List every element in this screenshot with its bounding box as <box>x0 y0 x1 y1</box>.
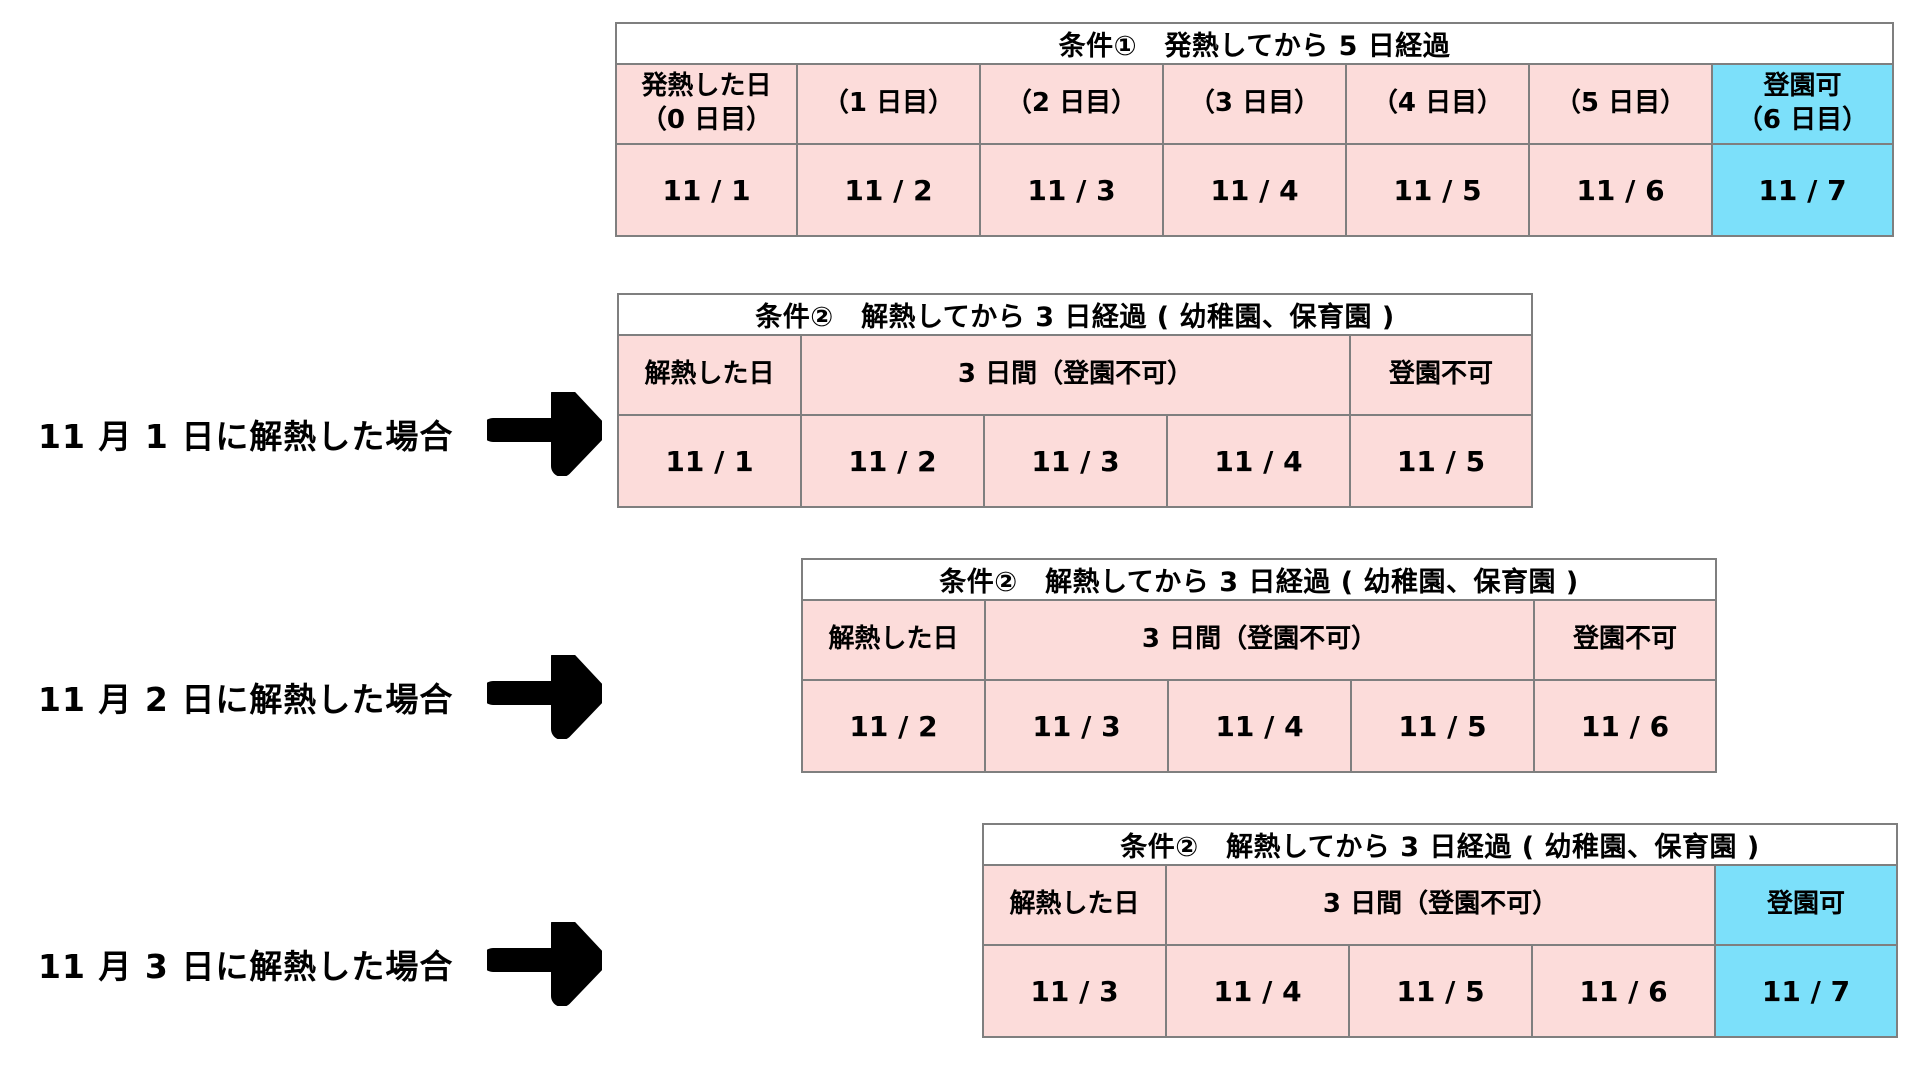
table-fever-5days: 条件① 発熱してから 5 日経過 発熱した日 （0 日目） （1 日目） （2 … <box>615 22 1894 237</box>
table-row-header: 解熱した日 3 日間（登園不可） 登園不可 <box>801 599 1718 681</box>
date-cell: 11 / 2 <box>800 414 985 508</box>
header-cell-defervesce-day: 解熱した日 <box>982 864 1167 946</box>
table-row-title: 条件② 解熱してから 3 日経過 ( 幼稚園、保育園 ) <box>616 293 1534 336</box>
date-cell-allowed: 11 / 7 <box>1711 143 1894 237</box>
table-row-dates: 11 / 1 11 / 2 11 / 3 11 / 4 11 / 5 11 / … <box>615 143 1894 237</box>
header-line-2: （4 日目） <box>1371 88 1504 119</box>
header-cell-day5: （5 日目） <box>1528 63 1713 145</box>
date-cell: 11 / 6 <box>1532 679 1718 773</box>
table-row-header: 発熱した日 （0 日目） （1 日目） （2 日目） （3 日 <box>615 63 1894 145</box>
header-cell-day3: （3 日目） <box>1162 63 1347 145</box>
date-cell: 11 / 5 <box>1350 679 1535 773</box>
date-cell: 11 / 3 <box>982 944 1167 1038</box>
arrow-right-icon <box>487 922 603 1006</box>
header-cell-day0: 発熱した日 （0 日目） <box>615 63 798 145</box>
date-cell: 11 / 3 <box>984 679 1169 773</box>
date-cell: 11 / 4 <box>1162 143 1347 237</box>
date-cell-allowed: 11 / 7 <box>1713 944 1899 1038</box>
header-cell-day4: （4 日目） <box>1345 63 1530 145</box>
header-cell-day2: （2 日目） <box>979 63 1164 145</box>
date-cell: 11 / 4 <box>1167 679 1352 773</box>
table-row-dates: 11 / 2 11 / 3 11 / 4 11 / 5 11 / 6 <box>801 679 1718 773</box>
header-cell-defervesce-day: 解熱した日 <box>617 334 802 416</box>
date-cell: 11 / 5 <box>1345 143 1530 237</box>
date-cell: 11 / 2 <box>796 143 981 237</box>
header-cell-status: 登園不可 <box>1532 599 1718 681</box>
header-cell-day6-allowed: 登園可 （6 日目） <box>1711 63 1894 145</box>
header-line-2: （5 日目） <box>1554 88 1687 119</box>
arrow-right-icon <box>487 392 603 476</box>
date-cell: 11 / 6 <box>1528 143 1713 237</box>
header-cell-status: 登園不可 <box>1348 334 1534 416</box>
header-line-2: （0 日目） <box>640 105 773 135</box>
header-cell-defervesce-day: 解熱した日 <box>801 599 986 681</box>
header-line-2: （6 日目） <box>1736 105 1869 135</box>
header-line-2: （2 日目） <box>1005 88 1138 119</box>
header-cell-day1: （1 日目） <box>796 63 981 145</box>
table-title: 条件② 解熱してから 3 日経過 ( 幼稚園、保育園 ) <box>800 558 1718 601</box>
table-row-title: 条件① 発熱してから 5 日経過 <box>615 22 1894 65</box>
header-cell-three-days-banned: 3 日間（登園不可） <box>800 334 1351 416</box>
table-row-title: 条件② 解熱してから 3 日経過 ( 幼稚園、保育園 ) <box>981 823 1899 866</box>
table-title: 条件② 解熱してから 3 日経過 ( 幼稚園、保育園 ) <box>616 293 1534 336</box>
table-row-dates: 11 / 1 11 / 2 11 / 3 11 / 4 11 / 5 <box>617 414 1534 508</box>
caption-nov1: 11 月 1 日に解熱した場合 <box>38 392 603 476</box>
caption-nov2: 11 月 2 日に解熱した場合 <box>38 655 603 739</box>
header-cell-status-allowed: 登園可 <box>1713 864 1899 946</box>
header-line-1: 発熱した日 <box>641 71 772 102</box>
date-cell: 11 / 6 <box>1531 944 1716 1038</box>
header-line-1: 登園可 <box>1763 71 1842 102</box>
table-defervesce-case-nov2: 条件② 解熱してから 3 日経過 ( 幼稚園、保育園 ) 解熱した日 3 日間（… <box>800 558 1718 773</box>
date-cell: 11 / 2 <box>801 679 986 773</box>
date-cell: 11 / 1 <box>617 414 802 508</box>
table-defervesce-case-nov3: 条件② 解熱してから 3 日経過 ( 幼稚園、保育園 ) 解熱した日 3 日間（… <box>981 823 1899 1038</box>
table-row-header: 解熱した日 3 日間（登園不可） 登園不可 <box>617 334 1534 416</box>
date-cell: 11 / 1 <box>615 143 798 237</box>
table-row-title: 条件② 解熱してから 3 日経過 ( 幼稚園、保育園 ) <box>800 558 1718 601</box>
header-line-2: （3 日目） <box>1188 88 1321 119</box>
caption-label: 11 月 3 日に解熱した場合 <box>38 947 454 986</box>
date-cell: 11 / 4 <box>1165 944 1350 1038</box>
table-title: 条件② 解熱してから 3 日経過 ( 幼稚園、保育園 ) <box>981 823 1899 866</box>
date-cell: 11 / 3 <box>983 414 1168 508</box>
caption-label: 11 月 1 日に解熱した場合 <box>38 417 454 456</box>
caption-label: 11 月 2 日に解熱した場合 <box>38 680 454 719</box>
header-cell-three-days-banned: 3 日間（登園不可） <box>1165 864 1716 946</box>
header-cell-three-days-banned: 3 日間（登園不可） <box>984 599 1535 681</box>
date-cell: 11 / 5 <box>1348 944 1533 1038</box>
table-row-dates: 11 / 3 11 / 4 11 / 5 11 / 6 11 / 7 <box>982 944 1899 1038</box>
caption-nov3: 11 月 3 日に解熱した場合 <box>38 922 603 1006</box>
date-cell: 11 / 5 <box>1348 414 1534 508</box>
header-line-2: （1 日目） <box>822 88 955 119</box>
table-defervesce-case-nov1: 条件② 解熱してから 3 日経過 ( 幼稚園、保育園 ) 解熱した日 3 日間（… <box>616 293 1534 508</box>
arrow-right-icon <box>487 655 603 739</box>
date-cell: 11 / 4 <box>1166 414 1351 508</box>
date-cell: 11 / 3 <box>979 143 1164 237</box>
table-title: 条件① 発熱してから 5 日経過 <box>615 22 1894 65</box>
table-row-header: 解熱した日 3 日間（登園不可） 登園可 <box>982 864 1899 946</box>
